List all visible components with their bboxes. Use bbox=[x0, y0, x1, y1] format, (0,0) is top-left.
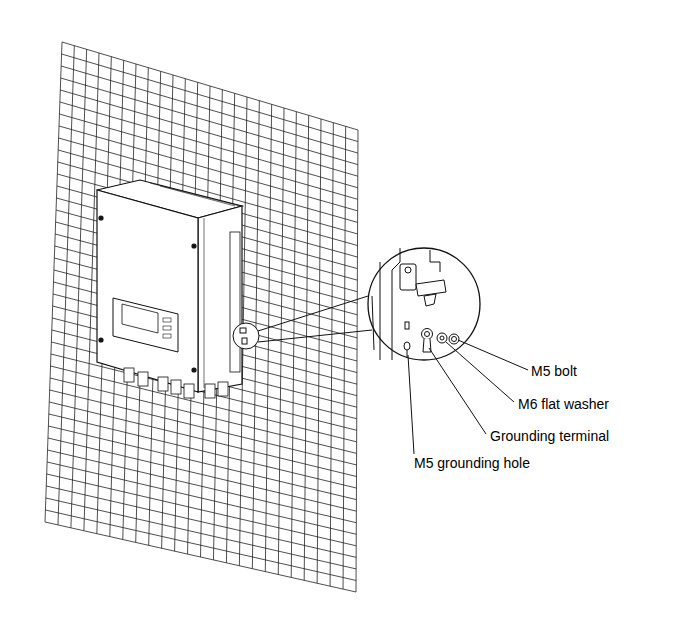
grid-line bbox=[47, 474, 357, 546]
grid-line bbox=[48, 450, 357, 523]
grid-line bbox=[50, 390, 357, 465]
grid-line bbox=[46, 486, 356, 557]
grid-line bbox=[61, 66, 358, 153]
part-label: M6 flat washer bbox=[517, 396, 610, 412]
grid-line bbox=[48, 438, 356, 511]
part-label: Grounding terminal bbox=[489, 428, 610, 444]
grid-line bbox=[49, 402, 356, 477]
grid-line bbox=[62, 42, 358, 130]
grid-line bbox=[62, 54, 358, 142]
grid-line bbox=[59, 114, 357, 199]
part-label: M5 bolt bbox=[530, 363, 578, 379]
grid-line bbox=[61, 78, 358, 165]
part-label: M5 grounding hole bbox=[413, 455, 531, 471]
grid-line bbox=[48, 426, 356, 500]
inverter bbox=[97, 180, 242, 398]
wall-grid bbox=[45, 42, 358, 592]
grid-line bbox=[45, 510, 356, 580]
grid-line bbox=[49, 414, 357, 488]
grid-line bbox=[46, 498, 356, 569]
grid-line bbox=[45, 522, 356, 592]
grid-line bbox=[47, 462, 356, 534]
zoom-callout bbox=[233, 248, 528, 454]
